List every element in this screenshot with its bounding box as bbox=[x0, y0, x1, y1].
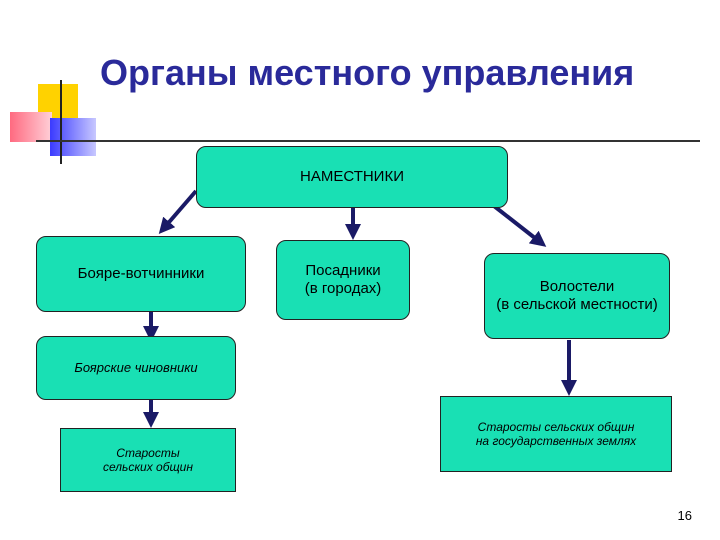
title-divider bbox=[36, 140, 700, 142]
volosteli-label: Волостели (в сельской местности) bbox=[496, 278, 658, 313]
posadniki-label: Посадники (в городах) bbox=[304, 262, 382, 297]
page-number: 16 bbox=[677, 508, 692, 523]
boyare-label: Бояре-вотчинники bbox=[77, 265, 205, 282]
decor-vertical-line bbox=[60, 80, 62, 164]
elders-communes-label: Старосты сельских общин bbox=[103, 445, 193, 474]
posadniki-box: Посадники (в городах) bbox=[276, 240, 410, 320]
boyare-box: Бояре-вотчинники bbox=[36, 236, 246, 312]
elders-communes-box: Старосты сельских общин bbox=[60, 428, 236, 492]
volosteli-box: Волостели (в сельской местности) bbox=[484, 253, 670, 339]
slide-title: Органы местного управления bbox=[100, 52, 635, 93]
decor-red-square bbox=[10, 112, 52, 142]
namestniki-box: НАМЕСТНИКИ bbox=[196, 146, 508, 208]
elders-state-lands-label: Старосты сельских общин на государственн… bbox=[475, 419, 637, 448]
boyar-officials-box: Боярские чиновники bbox=[36, 336, 236, 400]
elders-state-lands-box: Старосты сельских общин на государственн… bbox=[440, 396, 672, 472]
arrow-root-to-volosteli bbox=[492, 204, 547, 247]
namestniki-label: НАМЕСТНИКИ bbox=[300, 168, 404, 185]
arrow-root-to-boyare bbox=[158, 189, 198, 235]
decor-blue-square bbox=[50, 118, 96, 156]
boyar-officials-label: Боярские чиновники bbox=[74, 360, 198, 376]
